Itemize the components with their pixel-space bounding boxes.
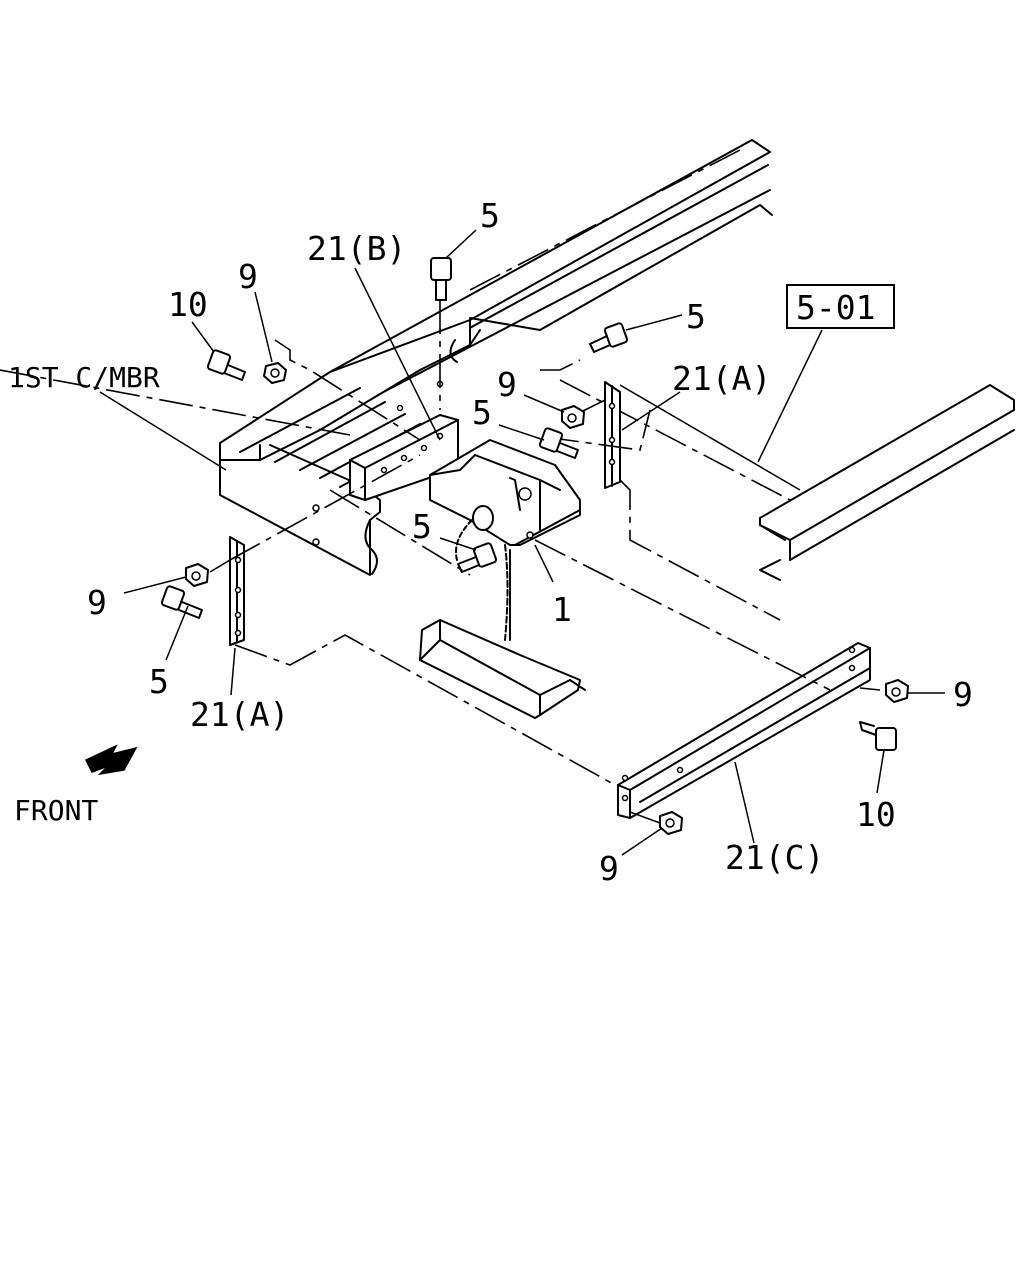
label-part-10-right: 10	[856, 795, 896, 834]
bolt-10-top	[206, 349, 246, 381]
bracket-21a-right	[604, 381, 621, 489]
label-part-9-left: 9	[87, 583, 107, 622]
bolt-10-right	[859, 721, 897, 751]
label-part-21a-right: 21(A)	[672, 359, 771, 398]
label-part-5-top: 5	[480, 196, 500, 235]
label-part-9-mid: 9	[497, 365, 517, 404]
ref-box-frame	[786, 284, 895, 329]
label-front: FRONT	[14, 794, 98, 827]
skid-plate	[419, 619, 586, 719]
label-part-5-left: 5	[149, 662, 169, 701]
assembly-lines	[0, 300, 881, 824]
bolt-5-center	[457, 542, 498, 573]
front-direction-arrow-icon	[84, 744, 138, 776]
label-part-5-center: 5	[412, 507, 432, 546]
label-part-9-right: 9	[953, 675, 973, 714]
label-part-5-mid: 5	[472, 393, 492, 432]
nut-9-top	[263, 362, 287, 384]
callout-labels: 5 21(B) 9 10 1ST C/MBR 5 5-01 9 21(A) 5 …	[8, 196, 973, 888]
label-part-21b: 21(B)	[307, 229, 406, 268]
bracket-21a-left	[229, 536, 245, 646]
bolt-5-top	[430, 257, 452, 301]
label-part-21c: 21(C)	[725, 838, 824, 877]
nut-9-right	[885, 679, 909, 703]
label-part-1: 1	[552, 590, 572, 629]
nut-9-bottom	[659, 811, 683, 835]
label-part-21a-left: 21(A)	[190, 695, 289, 734]
nut-9-left	[185, 563, 209, 587]
nut-9-mid	[561, 405, 585, 429]
bracket-21c	[617, 642, 871, 819]
label-part-10-top: 10	[168, 285, 208, 324]
part-1-unit	[429, 439, 581, 641]
leader-lines	[99, 229, 945, 856]
label-part-5-right-upper: 5	[686, 297, 706, 336]
bolt-5-right-upper	[589, 322, 629, 353]
label-part-9-bottom: 9	[599, 849, 619, 888]
fasteners	[160, 257, 909, 835]
bolt-5-mid	[538, 427, 579, 459]
bolt-5-left	[160, 585, 203, 619]
label-part-9-top: 9	[238, 257, 258, 296]
label-ref-box: 5-01	[796, 288, 875, 327]
label-first-crossmember: 1ST C/MBR	[8, 361, 160, 394]
